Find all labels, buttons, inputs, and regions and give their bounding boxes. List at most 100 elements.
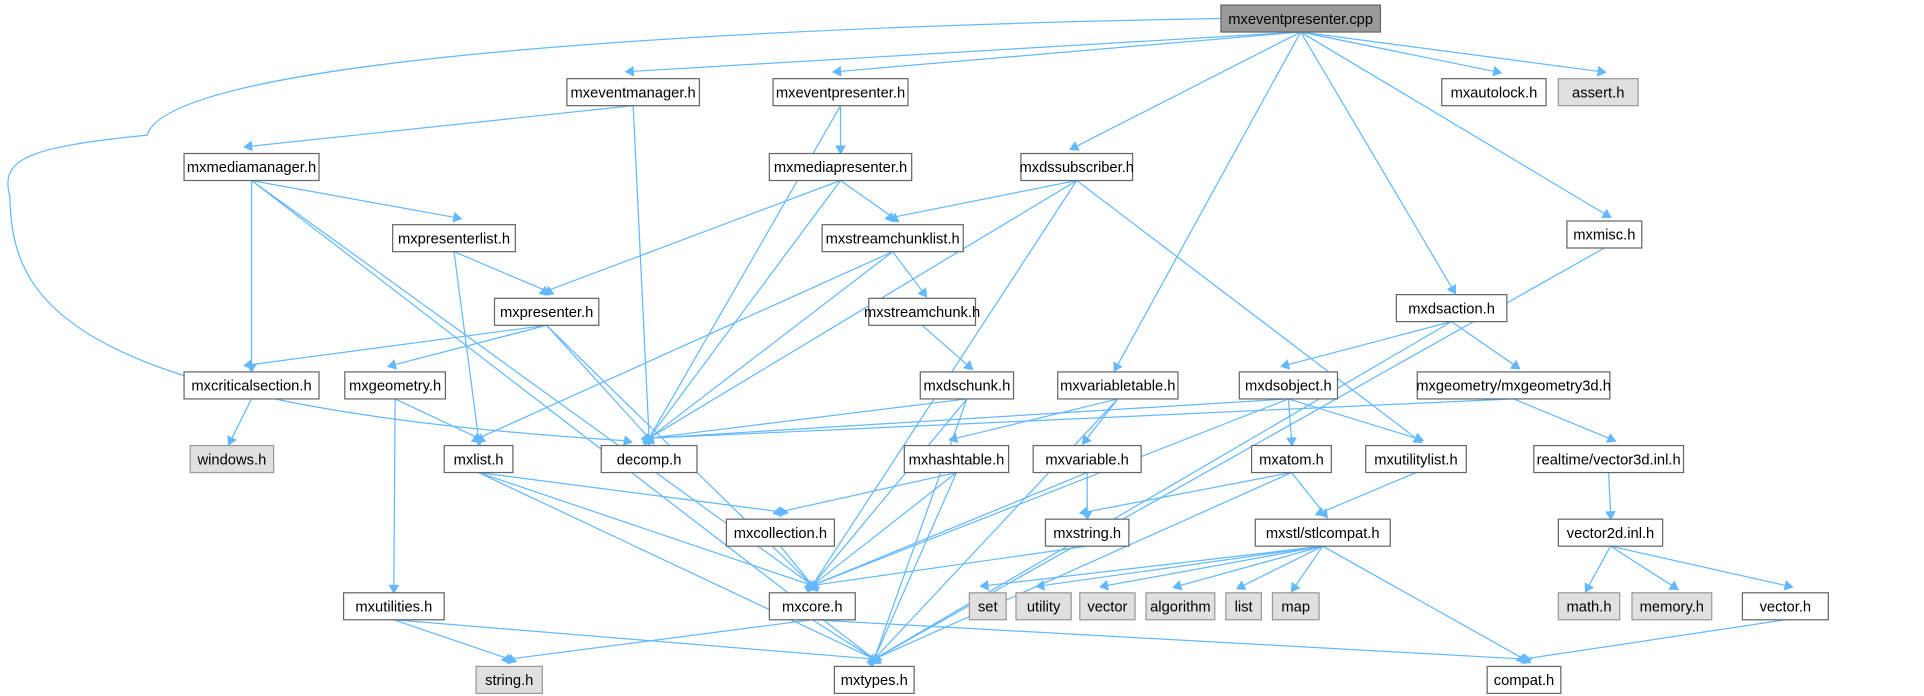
edge-line xyxy=(779,545,813,586)
edge-mxdsaction-to-mxgeometry3d xyxy=(1451,321,1521,370)
node-mxgeometry[interactable]: mxgeometry.h xyxy=(344,371,447,400)
node-vector2d[interactable]: vector2d.inl.h xyxy=(1557,518,1664,547)
node-mxeventpresenter[interactable]: mxeventpresenter.h xyxy=(772,78,909,107)
node-label: decomp.h xyxy=(617,452,682,468)
node-mxhashtable[interactable]: mxhashtable.h xyxy=(903,444,1010,474)
edge-line xyxy=(509,619,813,660)
edge-mxvariabletable-to-mxhashtable xyxy=(948,398,1118,444)
node-label: mxpresenterlist.h xyxy=(398,231,510,247)
node-compat[interactable]: compat.h xyxy=(1486,665,1562,695)
node-mxmisc[interactable]: mxmisc.h xyxy=(1566,220,1643,249)
edge-mxgeometry3d-to-vector3d xyxy=(1513,398,1617,443)
node-label: mxcore.h xyxy=(782,600,843,616)
node-mxmediapresenter[interactable]: mxmediapresenter.h xyxy=(768,152,913,182)
node-mxutilities[interactable]: mxutilities.h xyxy=(342,592,445,621)
edge-line xyxy=(251,105,634,147)
edge-line xyxy=(251,180,813,586)
edge-mxutilities-to-string xyxy=(393,619,518,664)
node-mxtypes[interactable]: mxtypes.h xyxy=(833,665,915,695)
edge-line xyxy=(7,17,1221,442)
edge-vectorh-to-compat xyxy=(1515,619,1786,665)
edge-mxstreamchunklist-to-mxstreamchunk xyxy=(892,251,928,298)
edge-line xyxy=(1288,398,1417,439)
node-mxdsobject[interactable]: mxdsobject.h xyxy=(1238,371,1339,400)
edge-line xyxy=(812,471,1088,586)
edge-mxeventmanager-to-mxmediamanager xyxy=(243,105,634,152)
node-mxdssubscriber[interactable]: mxdssubscriber.h xyxy=(1019,152,1134,182)
node-box xyxy=(768,592,856,621)
node-box xyxy=(1225,592,1263,621)
edge-mxstring-to-mxcore xyxy=(803,545,1088,591)
node-vector3d[interactable]: realtime/vector3d.inl.h xyxy=(1533,444,1685,474)
node-label: mxpresenter.h xyxy=(500,305,593,321)
node-mxlist[interactable]: mxlist.h xyxy=(443,444,514,474)
node-mxautolock[interactable]: mxautolock.h xyxy=(1441,78,1547,107)
edge-stlcompat-to-set xyxy=(979,545,1323,591)
node-box xyxy=(1250,444,1332,474)
edge-root-to-mxdssubscriber xyxy=(1069,31,1301,151)
node-mxdsaction[interactable]: mxdsaction.h xyxy=(1395,294,1508,323)
node-label: realtime/vector3d.inl.h xyxy=(1537,452,1681,468)
node-mxvariable[interactable]: mxvariable.h xyxy=(1032,444,1142,474)
node-mxdschunk[interactable]: mxdschunk.h xyxy=(919,371,1015,400)
node-label: mxlist.h xyxy=(454,452,504,468)
arrowhead xyxy=(386,359,398,370)
node-mxvariabletable[interactable]: mxvariabletable.h xyxy=(1057,371,1179,400)
node-mxpresenterlist[interactable]: mxpresenterlist.h xyxy=(392,224,516,253)
node-mxcore[interactable]: mxcore.h xyxy=(768,592,856,621)
node-stlcompat[interactable]: mxstl/stlcompat.h xyxy=(1254,518,1391,547)
arrowhead xyxy=(1601,208,1612,219)
arrowhead xyxy=(835,145,846,155)
edge-root-to-mxautolock xyxy=(1300,31,1503,77)
edge-stlcompat-to-utility xyxy=(1035,545,1323,591)
node-mxgeometry3d[interactable]: mxgeometry/mxgeometry3d.h xyxy=(1416,371,1611,400)
node-mxatom[interactable]: mxatom.h xyxy=(1250,444,1332,474)
node-mxstreamchunk[interactable]: mxstreamchunk.h xyxy=(864,297,980,326)
node-label: map xyxy=(1281,600,1310,616)
node-box xyxy=(1557,592,1621,621)
node-box xyxy=(475,665,543,695)
edge-root-to-mxeventmanager xyxy=(624,31,1301,77)
arrowhead xyxy=(803,580,814,591)
edge-line xyxy=(1243,545,1324,586)
node-box xyxy=(772,78,909,107)
edge-mxmediapresenter-to-decomp xyxy=(643,180,842,446)
edges-layer xyxy=(7,17,1794,668)
node-mxpresenter[interactable]: mxpresenter.h xyxy=(493,297,600,326)
edge-stlcompat-to-vector xyxy=(1098,545,1323,591)
node-label: mxmisc.h xyxy=(1573,228,1635,244)
node-mxutilitylist[interactable]: mxutilitylist.h xyxy=(1365,444,1467,474)
edge-root-to-mxvariabletable xyxy=(1113,31,1302,373)
edge-line xyxy=(1076,180,1417,439)
node-decomp[interactable]: decomp.h xyxy=(600,444,698,474)
node-label: mxeventpresenter.cpp xyxy=(1228,12,1373,28)
edge-mxdsaction-to-mxdsobject xyxy=(1280,321,1452,370)
node-mxmediamanager[interactable]: mxmediamanager.h xyxy=(183,152,320,182)
node-mxcollection[interactable]: mxcollection.h xyxy=(725,518,836,547)
node-label: algorithm xyxy=(1150,600,1211,616)
edge-line xyxy=(811,398,968,586)
node-box xyxy=(1395,294,1508,323)
node-box xyxy=(1057,371,1179,400)
arrowhead xyxy=(1314,506,1326,517)
node-label: mxautolock.h xyxy=(1451,85,1538,101)
node-mxeventmanager[interactable]: mxeventmanager.h xyxy=(566,78,701,107)
arrowhead xyxy=(1446,284,1456,295)
node-label: list xyxy=(1235,600,1253,616)
node-vectorh[interactable]: vector.h xyxy=(1741,592,1829,621)
edge-vector2d-to-memory xyxy=(1610,545,1680,591)
edge-mxgeometry-to-mxlist xyxy=(394,398,487,443)
arrowhead xyxy=(1098,580,1109,591)
arrowhead xyxy=(1492,65,1503,77)
edge-line xyxy=(632,105,650,439)
node-mxstring[interactable]: mxstring.h xyxy=(1044,518,1130,547)
node-mxcriticalsection[interactable]: mxcriticalsection.h xyxy=(183,371,320,400)
node-box xyxy=(392,224,516,253)
node-mxstreamchunklist[interactable]: mxstreamchunklist.h xyxy=(821,224,964,253)
node-map: map xyxy=(1271,592,1320,621)
node-label: mxstreamchunk.h xyxy=(864,305,980,321)
edge-line xyxy=(649,398,1289,439)
edge-root-to-mxeventpresenter xyxy=(831,31,1301,77)
edge-line xyxy=(1610,545,1786,587)
